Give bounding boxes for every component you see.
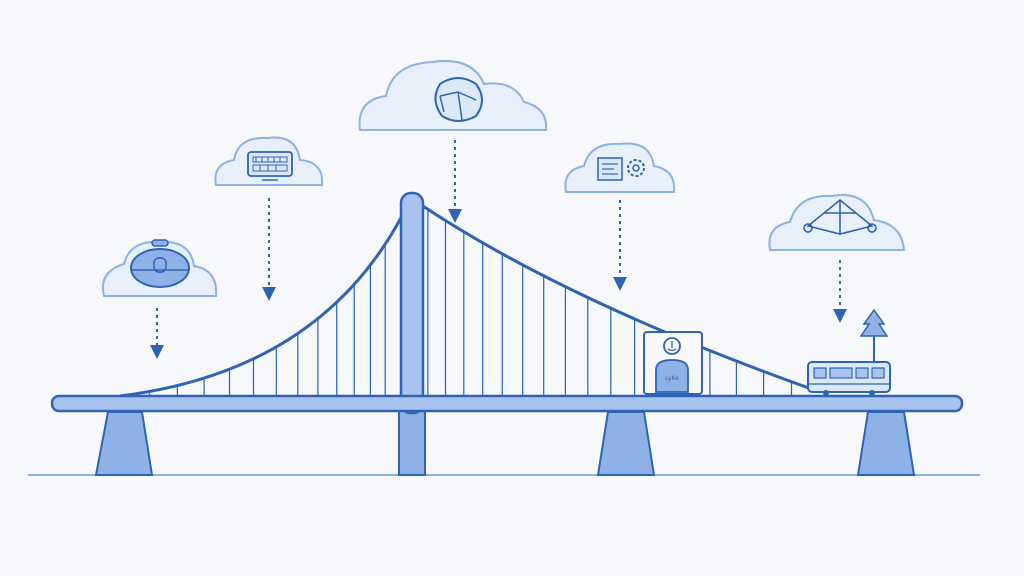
network-icon <box>803 198 877 235</box>
robot-icon <box>655 337 689 393</box>
cloud-keyboard <box>214 136 324 186</box>
tram-icon <box>807 361 891 396</box>
data-arrows <box>150 140 847 359</box>
tree-icon <box>859 308 889 362</box>
robot-label: LyKe <box>665 375 679 382</box>
main-cable-left <box>119 197 413 398</box>
pier-right <box>856 411 916 476</box>
dashboard-gear-icon <box>597 157 645 181</box>
keyboard-icon <box>247 151 293 181</box>
bridge-tower <box>399 191 425 415</box>
cloud-network <box>768 194 906 251</box>
bridge-piers <box>94 411 916 476</box>
pier-mid <box>596 411 656 476</box>
cloud-helmet <box>102 239 218 297</box>
bridge-deck <box>50 394 964 413</box>
pier-left <box>94 411 154 476</box>
cloud-gem <box>358 60 548 131</box>
robot-station: LyKe <box>643 331 703 395</box>
gem-icon <box>434 77 483 122</box>
main-cable-right <box>410 196 821 394</box>
helmet-icon <box>130 239 190 288</box>
bridge-tower-base <box>398 409 426 476</box>
cloud-dashboard <box>564 142 676 193</box>
